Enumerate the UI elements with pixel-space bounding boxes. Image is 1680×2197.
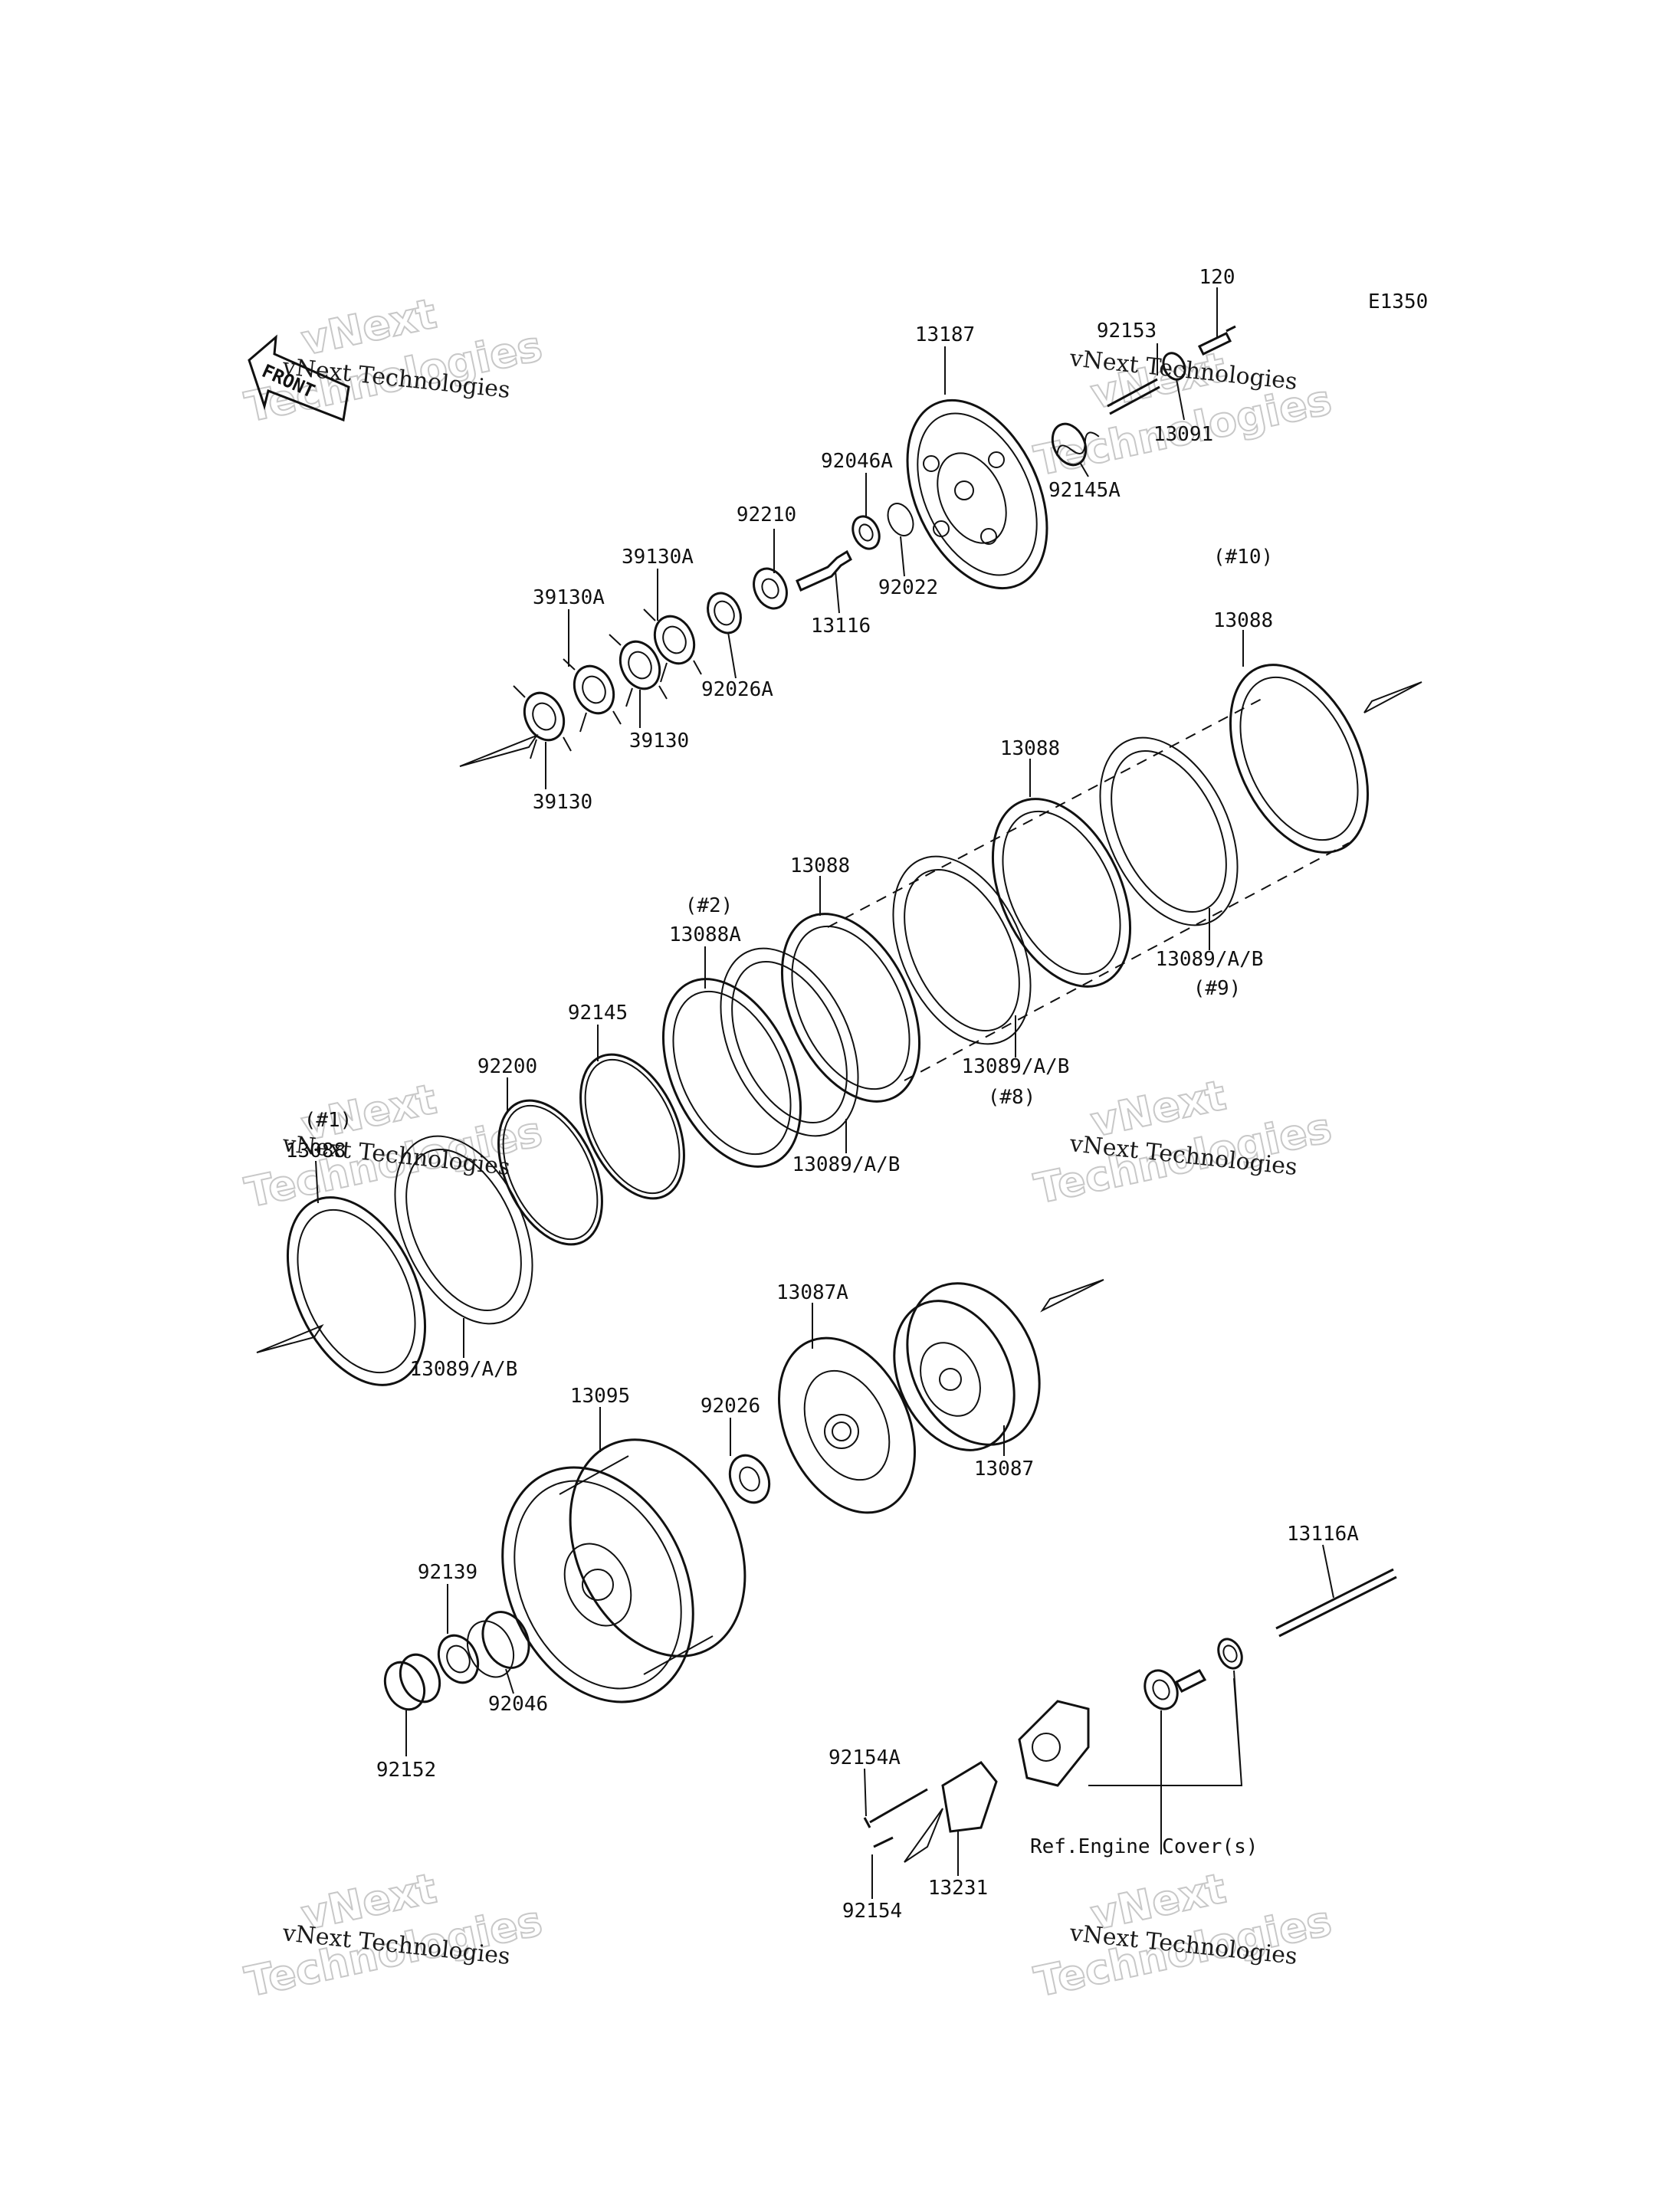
part-label-120: 120 xyxy=(1199,266,1235,289)
part-label-13089: 13089/A/B xyxy=(792,1153,901,1176)
part-label-13187: 13187 xyxy=(915,323,975,346)
position-note-9: (#9) xyxy=(1193,977,1242,1000)
part-label-39130: 39130 xyxy=(629,730,689,753)
position-note-2: (#2) xyxy=(685,894,733,917)
reference-engine-cover: Ref.Engine Cover(s) xyxy=(1030,1835,1258,1858)
part-label-13087: 13087 xyxy=(974,1458,1034,1481)
part-label-92046: 92046 xyxy=(488,1693,548,1716)
part-label-92022: 92022 xyxy=(878,576,938,599)
part-label-92210: 92210 xyxy=(737,503,796,526)
part-label-39130a: 39130A xyxy=(533,586,605,609)
part-label-39130a: 39130A xyxy=(622,546,694,569)
diagram-code: E1350 xyxy=(1368,290,1428,313)
leader-lines xyxy=(315,287,1334,1899)
part-label-13091: 13091 xyxy=(1153,423,1213,446)
part-label-13089: 13089/A/B xyxy=(1156,948,1264,971)
part-label-92026: 92026 xyxy=(701,1395,760,1418)
part-label-13089: 13089/A/B xyxy=(962,1055,1070,1078)
part-label-92139: 92139 xyxy=(418,1561,477,1584)
part-label-92154a: 92154A xyxy=(829,1746,901,1769)
pressure-plate-group xyxy=(459,325,1236,767)
part-label-13116a: 13116A xyxy=(1287,1523,1359,1546)
part-label-13087a: 13087A xyxy=(776,1281,848,1304)
part-label-13088: 13088 xyxy=(1000,737,1060,760)
part-labels: 120 92153 13091 13187 92145A 92046A 9221… xyxy=(286,266,1359,1923)
part-label-92154: 92154 xyxy=(842,1900,902,1923)
release-mechanism-group xyxy=(863,1568,1397,1863)
clutch-plate-stack xyxy=(256,664,1422,1386)
clutch-hub-group xyxy=(383,1279,1104,1711)
position-note-10: (#10) xyxy=(1213,546,1273,569)
part-label-13088: 13088 xyxy=(286,1139,346,1162)
part-label-92046a: 92046A xyxy=(821,450,893,473)
part-label-92145a: 92145A xyxy=(1048,479,1121,502)
part-label-92152: 92152 xyxy=(376,1759,436,1782)
part-label-92145: 92145 xyxy=(568,1002,628,1025)
part-label-39130: 39130 xyxy=(533,791,592,814)
part-label-13095: 13095 xyxy=(570,1385,630,1408)
position-note-8: (#8) xyxy=(988,1086,1036,1109)
part-label-13088: 13088 xyxy=(1213,609,1273,632)
part-label-92153: 92153 xyxy=(1097,320,1157,343)
part-label-13089: 13089/A/B xyxy=(410,1358,518,1381)
position-note-1: (#1) xyxy=(304,1109,353,1132)
part-label-13088: 13088 xyxy=(790,854,850,877)
part-label-13116: 13116 xyxy=(811,615,871,638)
part-label-92026a: 92026A xyxy=(701,678,773,701)
part-label-13231: 13231 xyxy=(928,1877,988,1900)
part-label-13088a: 13088A xyxy=(669,923,741,946)
part-label-92200: 92200 xyxy=(477,1055,537,1078)
